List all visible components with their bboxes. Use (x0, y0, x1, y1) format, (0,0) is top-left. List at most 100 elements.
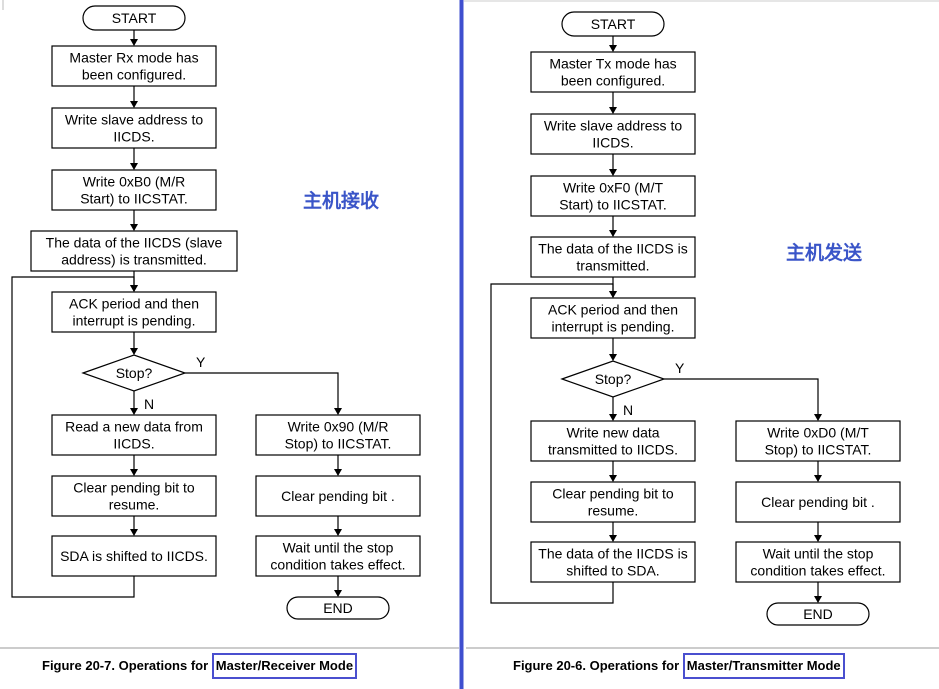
start-terminal: START (82, 5, 186, 31)
no-step-2-line: Clear pending bit to (73, 480, 195, 496)
end-terminal-label: END (323, 600, 353, 616)
no-label: N (144, 396, 154, 412)
step-write-start-line: Write 0xF0 (M/T (563, 180, 664, 196)
yes-step-1-line: Write 0x90 (M/R (288, 419, 389, 435)
step-configured-box (530, 51, 696, 93)
caption-right-prefix: Figure 20-6. Operations for (513, 658, 683, 673)
end-terminal-shape (286, 596, 390, 620)
step-data-transmitted-line: transmitted. (576, 258, 649, 274)
start-terminal: START (561, 11, 665, 37)
end-terminal: END (286, 596, 390, 620)
step-slave-address-box (51, 107, 217, 149)
step-configured-line: Master Tx mode has (549, 56, 676, 72)
yes-step-1-box (735, 420, 901, 462)
step-write-start-line: Start) to IICSTAT. (80, 191, 188, 207)
yes-step-1-box (255, 414, 421, 456)
annotation-receive: 主机接收 (303, 190, 380, 212)
yes-arrow (664, 378, 822, 421)
step-slave-address-line: IICDS. (592, 135, 633, 151)
yes-step-1-line: Stop) to IICSTAT. (285, 436, 392, 452)
no-step-1-line: Write new data (566, 425, 659, 441)
no-step-2-line: resume. (588, 503, 639, 519)
decision-stop: Stop? (560, 360, 666, 398)
yes-label: Y (675, 360, 685, 376)
start-terminal-label: START (112, 10, 157, 26)
no-step-1-box (51, 414, 217, 456)
decision-label: Stop? (116, 365, 153, 381)
step-configured-box (51, 45, 217, 87)
step-slave-address-box (530, 113, 696, 155)
step-ack-pending-line: interrupt is pending. (552, 319, 675, 335)
yes-step-3-line: condition takes effect. (270, 557, 405, 573)
step-ack-pending-box (530, 297, 696, 339)
start-terminal-label: START (591, 16, 636, 32)
yes-label: Y (196, 354, 206, 370)
no-step-1-line: IICDS. (113, 436, 154, 452)
no-step-1-box (530, 420, 696, 462)
caption-left: Figure 20-7. Operations for Master/Recei… (42, 653, 358, 679)
yes-arrow (185, 372, 342, 415)
no-step-3: SDA is shifted to IICDS. (51, 535, 217, 577)
yes-step-1-line: Write 0xD0 (M/T (767, 425, 869, 441)
yes-step-2: Clear pending bit . (735, 481, 901, 523)
step-data-transmitted-line: address) is transmitted. (61, 252, 207, 268)
step-ack-pending-line: interrupt is pending. (73, 313, 196, 329)
yes-step-2: Clear pending bit . (255, 475, 421, 517)
step-configured-line: Master Rx mode has (69, 50, 198, 66)
step-slave-address-line: IICDS. (113, 129, 154, 145)
yes-step-2-line: Clear pending bit . (761, 494, 875, 510)
step-ack-pending-line: ACK period and then (69, 296, 199, 312)
end-terminal: END (766, 602, 870, 626)
no-step-2-line: resume. (109, 497, 160, 513)
yes-step-3-box (255, 535, 421, 577)
annotation-transmit: 主机发送 (786, 242, 863, 264)
yes-step-3-line: condition takes effect. (750, 563, 885, 579)
yes-step-2-box (255, 475, 421, 517)
loop-back-arrow (490, 283, 617, 604)
no-step-3-line: SDA is shifted to IICDS. (60, 548, 208, 564)
step-ack-pending-box (51, 291, 217, 333)
step-slave-address-line: Write slave address to (65, 112, 203, 128)
loop-back-arrow (11, 276, 138, 598)
end-terminal-shape (766, 602, 870, 626)
no-step-1-line: transmitted to IICDS. (548, 442, 678, 458)
step-data-transmitted-line: The data of the IICDS is (538, 241, 687, 257)
no-step-1-line: Read a new data from (65, 419, 203, 435)
no-step-3-line: shifted to SDA. (566, 563, 659, 579)
step-write-start-line: Write 0xB0 (M/R (83, 174, 185, 190)
yes-step-3-line: Wait until the stop (283, 540, 394, 556)
step-ack-pending-line: ACK period and then (548, 302, 678, 318)
step-slave-address-line: Write slave address to (544, 118, 682, 134)
yes-step-2-line: Clear pending bit . (281, 488, 395, 504)
caption-right: Figure 20-6. Operations for Master/Trans… (513, 653, 845, 679)
step-data-transmitted-line: The data of the IICDS (slave (46, 235, 223, 251)
caption-left-prefix: Figure 20-7. Operations for (42, 658, 212, 673)
caption-right-highlight: Master/Transmitter Mode (682, 653, 845, 679)
step-data-transmitted-box (30, 230, 238, 272)
no-step-2-box (51, 475, 217, 517)
step-write-start-box (51, 169, 217, 211)
step-data-transmitted-box (530, 236, 696, 278)
decision-label: Stop? (595, 371, 632, 387)
